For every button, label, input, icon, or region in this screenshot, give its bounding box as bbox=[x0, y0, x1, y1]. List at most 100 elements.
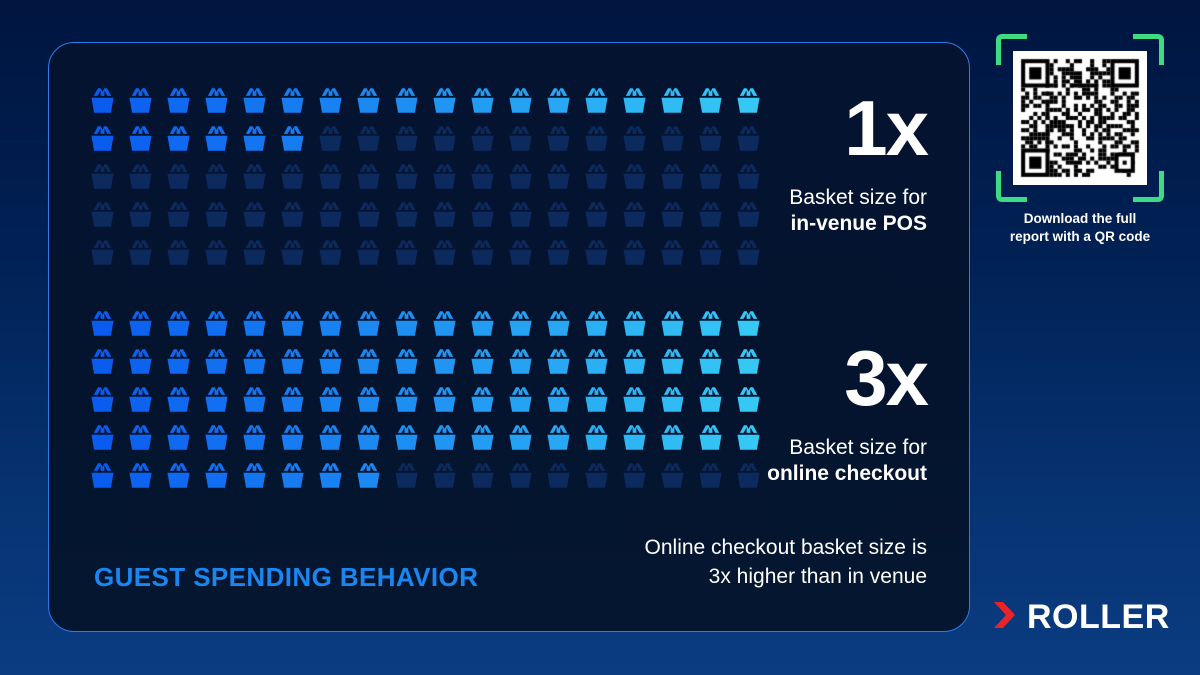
qr-code-icon[interactable] bbox=[996, 34, 1164, 202]
shopping-basket-icon bbox=[281, 387, 304, 412]
shopping-basket-icon bbox=[547, 349, 570, 374]
shopping-basket-icon bbox=[737, 425, 760, 450]
shopping-basket-icon bbox=[395, 126, 418, 151]
shopping-basket-icon bbox=[699, 88, 722, 113]
shopping-basket-icon bbox=[547, 425, 570, 450]
shopping-basket-icon bbox=[357, 240, 380, 265]
shopping-basket-icon bbox=[623, 311, 646, 336]
shopping-basket-icon bbox=[205, 88, 228, 113]
shopping-basket-icon bbox=[243, 311, 266, 336]
shopping-basket-icon bbox=[661, 349, 684, 374]
roller-logo: ROLLER bbox=[992, 598, 1170, 637]
pictogram-row bbox=[87, 123, 764, 154]
shopping-basket-icon bbox=[357, 349, 380, 374]
shopping-basket-icon bbox=[699, 126, 722, 151]
shopping-basket-icon bbox=[623, 349, 646, 374]
pictogram-row bbox=[87, 237, 764, 268]
shopping-basket-icon bbox=[357, 202, 380, 227]
shopping-basket-icon bbox=[737, 88, 760, 113]
shopping-basket-icon bbox=[243, 425, 266, 450]
shopping-basket-icon bbox=[205, 425, 228, 450]
shopping-basket-icon bbox=[205, 202, 228, 227]
shopping-basket-icon bbox=[699, 425, 722, 450]
chart-subtitle-line2: 3x higher than in venue bbox=[708, 564, 927, 588]
shopping-basket-icon bbox=[281, 202, 304, 227]
qr-bracket-top-left-icon bbox=[996, 34, 1027, 65]
shopping-basket-icon bbox=[357, 88, 380, 113]
shopping-basket-icon bbox=[471, 349, 494, 374]
shopping-basket-icon bbox=[319, 164, 342, 189]
qr-bracket-top-right-icon bbox=[1133, 34, 1164, 65]
qr-caption-line1: Download the full bbox=[1023, 211, 1137, 226]
shopping-basket-icon bbox=[205, 463, 228, 488]
shopping-basket-icon bbox=[509, 164, 532, 189]
chart-subtitle: Online checkout basket size is 3x higher… bbox=[645, 534, 927, 591]
shopping-basket-icon bbox=[471, 463, 494, 488]
shopping-basket-icon bbox=[623, 88, 646, 113]
shopping-basket-icon bbox=[395, 349, 418, 374]
shopping-basket-icon bbox=[737, 311, 760, 336]
qr-panel: Download the full report with a QR code bbox=[992, 34, 1168, 246]
shopping-basket-icon bbox=[547, 387, 570, 412]
shopping-basket-icon bbox=[737, 164, 760, 189]
shopping-basket-icon bbox=[547, 88, 570, 113]
shopping-basket-icon bbox=[585, 202, 608, 227]
shopping-basket-icon bbox=[433, 349, 456, 374]
shopping-basket-icon bbox=[205, 311, 228, 336]
shopping-basket-icon bbox=[737, 240, 760, 265]
shopping-basket-icon bbox=[699, 164, 722, 189]
shopping-basket-icon bbox=[433, 240, 456, 265]
shopping-basket-icon bbox=[319, 425, 342, 450]
shopping-basket-icon bbox=[433, 126, 456, 151]
shopping-basket-icon bbox=[509, 425, 532, 450]
shopping-basket-icon bbox=[623, 126, 646, 151]
shopping-basket-icon bbox=[661, 387, 684, 412]
shopping-basket-icon bbox=[129, 463, 152, 488]
shopping-basket-icon bbox=[91, 311, 114, 336]
shopping-basket-icon bbox=[281, 311, 304, 336]
shopping-basket-icon bbox=[699, 240, 722, 265]
shopping-basket-icon bbox=[167, 463, 190, 488]
shopping-basket-icon bbox=[471, 88, 494, 113]
stat-value-online-checkout: 3x bbox=[844, 334, 929, 422]
shopping-basket-icon bbox=[585, 311, 608, 336]
shopping-basket-icon bbox=[243, 349, 266, 374]
shopping-basket-icon bbox=[623, 387, 646, 412]
shopping-basket-icon bbox=[129, 88, 152, 113]
shopping-basket-icon bbox=[471, 126, 494, 151]
shopping-basket-icon bbox=[547, 311, 570, 336]
shopping-basket-icon bbox=[167, 126, 190, 151]
pictogram-row bbox=[87, 460, 764, 491]
shopping-basket-icon bbox=[91, 88, 114, 113]
qr-code-image bbox=[1013, 51, 1147, 185]
shopping-basket-icon bbox=[243, 202, 266, 227]
shopping-basket-icon bbox=[509, 387, 532, 412]
shopping-basket-icon bbox=[205, 164, 228, 189]
shopping-basket-icon bbox=[167, 311, 190, 336]
shopping-basket-icon bbox=[91, 425, 114, 450]
shopping-basket-icon bbox=[585, 425, 608, 450]
roller-logo-text: ROLLER bbox=[1027, 598, 1170, 636]
shopping-basket-icon bbox=[509, 349, 532, 374]
shopping-basket-icon bbox=[91, 387, 114, 412]
roller-chevron-icon bbox=[992, 600, 1018, 635]
shopping-basket-icon bbox=[243, 164, 266, 189]
shopping-basket-icon bbox=[547, 126, 570, 151]
shopping-basket-icon bbox=[509, 463, 532, 488]
stat-value-in-venue-pos: 1x bbox=[844, 84, 929, 172]
shopping-basket-icon bbox=[281, 425, 304, 450]
shopping-basket-icon bbox=[281, 349, 304, 374]
shopping-basket-icon bbox=[395, 311, 418, 336]
shopping-basket-icon bbox=[547, 164, 570, 189]
shopping-basket-icon bbox=[585, 387, 608, 412]
shopping-basket-icon bbox=[167, 387, 190, 412]
shopping-basket-icon bbox=[623, 240, 646, 265]
shopping-basket-icon bbox=[129, 126, 152, 151]
shopping-basket-icon bbox=[205, 349, 228, 374]
shopping-basket-icon bbox=[737, 463, 760, 488]
shopping-basket-icon bbox=[319, 240, 342, 265]
shopping-basket-icon bbox=[357, 425, 380, 450]
shopping-basket-icon bbox=[91, 349, 114, 374]
shopping-basket-icon bbox=[357, 164, 380, 189]
shopping-basket-icon bbox=[623, 463, 646, 488]
